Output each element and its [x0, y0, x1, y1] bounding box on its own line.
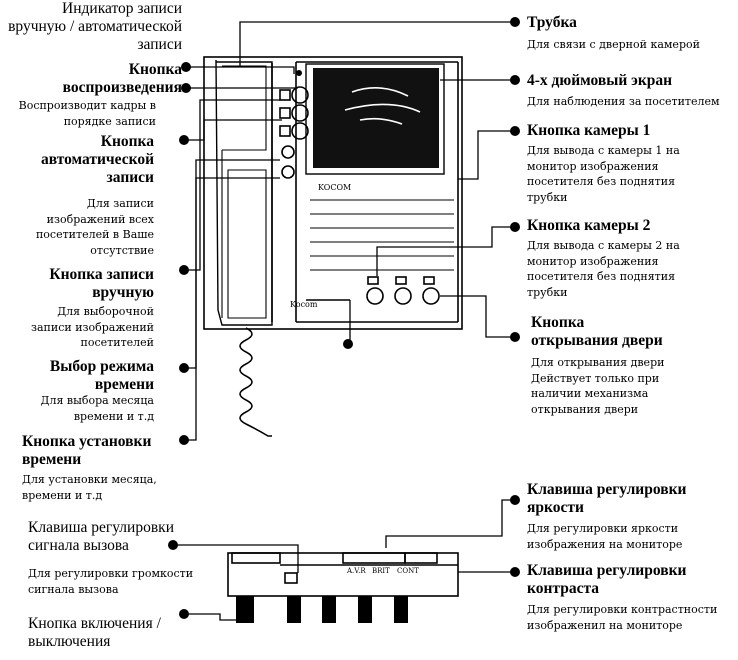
bottom-slots [236, 596, 408, 623]
playback-title: Кнопка воспроизведения [62, 61, 182, 96]
ring-volume-title: Клавиша регулировки сигнала вызова [28, 519, 174, 554]
record-indicator-led [296, 70, 302, 76]
ring-volume-desc: Для регулировки громкости сигнала вызова [28, 567, 194, 596]
camera1-title: Кнопка камеры 1 [527, 122, 651, 139]
label-avr: A.V.R [347, 567, 366, 575]
manual-record-desc: Для выборочной записи изображений посети… [30, 305, 154, 349]
power-title: Кнопка включения / выключения [28, 615, 161, 650]
time-mode-desc: Для выбора месяца времени и т.д [40, 394, 154, 423]
label-brit: BRIT [372, 567, 390, 575]
brand-bottom: Kocom [290, 300, 318, 309]
manual-record-title: Кнопка записи вручную [49, 266, 154, 301]
playback-desc: Воспроизводит кадры в порядке записи [18, 99, 156, 128]
door-title: Кнопка открывания двери [531, 314, 663, 349]
brightness-title: Клавиша регулировки яркости [527, 481, 687, 516]
time-set-desc: Для установки месяца, времени и т.д [22, 473, 157, 502]
callout-lines [173, 21, 515, 621]
callout-dots [168, 17, 520, 619]
time-set-title: Кнопка установки времени [22, 433, 152, 468]
record-buttons [279, 86, 309, 179]
screen-title: 4-х дюймовый экран [527, 72, 673, 89]
auto-record-desc: Для записи изображений всех посетителей … [35, 197, 154, 257]
camera1-desc: Для вывода с камеры 1 на монитор изображ… [527, 144, 680, 204]
brightness-desc: Для регулировки яркости изображения на м… [527, 522, 683, 551]
screen-desc: Для наблюдения за посетителем [527, 95, 720, 108]
camera-door-buttons [306, 276, 440, 305]
handset-cord [239, 327, 272, 437]
handset-desc: Для связи с дверной камерой [527, 38, 700, 51]
camera2-desc: Для вывода с камеры 2 на монитор изображ… [527, 239, 680, 299]
bottom-view [227, 552, 459, 597]
contrast-desc: Для регулировки контрастности изображени… [527, 603, 718, 632]
camera2-title: Кнопка камеры 2 [527, 217, 651, 234]
indicator-title: Индикатор записи вручную / автоматическо… [8, 0, 182, 53]
contrast-title: Клавиша регулировки контраста [527, 562, 687, 597]
label-cont: CONT [397, 567, 419, 575]
door-desc: Для открывания двери Действует только пр… [531, 356, 665, 416]
auto-record-title: Кнопка автоматической записи [40, 133, 154, 186]
brand-top: KOCOM [318, 183, 352, 192]
speaker-grill [310, 199, 454, 271]
handset-title: Трубка [527, 14, 577, 31]
time-mode-title: Выбор режима времени [49, 358, 154, 393]
